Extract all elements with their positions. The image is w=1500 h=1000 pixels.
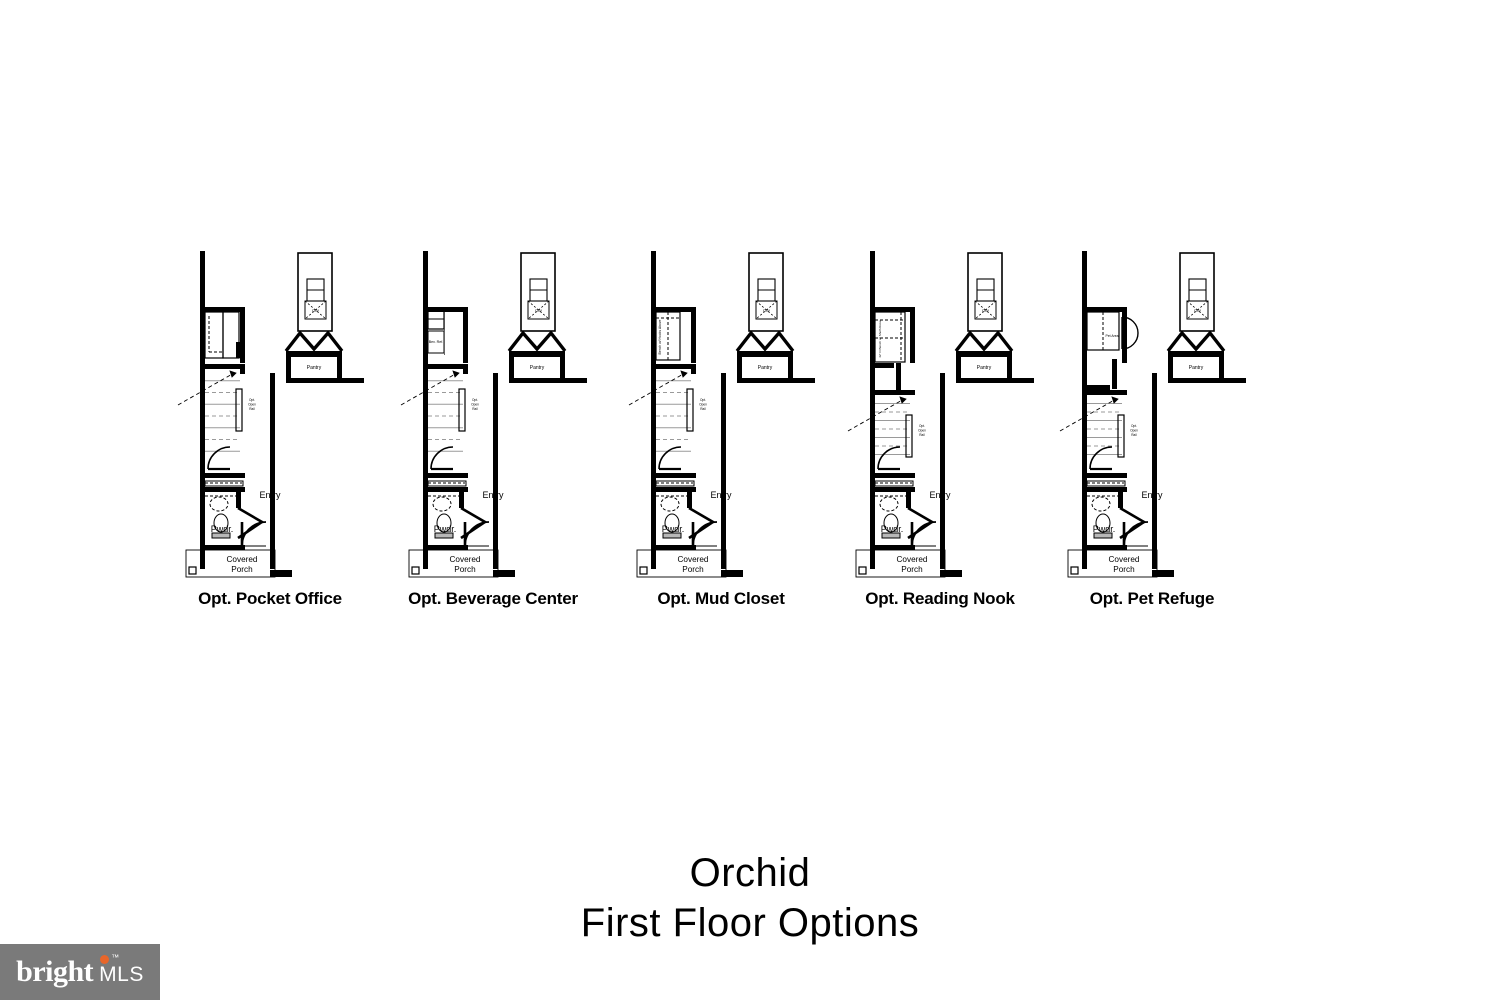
floor-plan-drawing-pet-refuge: Pet AreaOpt.OpenRailPwdr.EntryCoveredPor… (1059, 251, 1246, 578)
floor-plan-drawing-pocket-office: Opt.OpenRailPwdr.EntryCoveredPorchPantry… (177, 251, 364, 578)
svg-text:Pwdr.: Pwdr. (881, 524, 904, 534)
svg-text:Bev. Ref.: Bev. Ref. (429, 340, 444, 344)
svg-text:Pantry: Pantry (1189, 365, 1204, 371)
svg-text:Open: Open (699, 403, 707, 407)
svg-text:DW: DW (982, 308, 989, 313)
svg-text:DW: DW (312, 308, 319, 313)
svg-text:Pwdr.: Pwdr. (211, 524, 234, 534)
plan-caption-mud-closet: Opt. Mud Closet (657, 589, 785, 608)
bright-mls-watermark: bright ™ MLS (0, 944, 160, 1000)
plan-caption-pocket-office: Opt. Pocket Office (198, 589, 342, 608)
svg-text:Covered: Covered (227, 555, 258, 564)
plan-caption-beverage-center: Opt. Beverage Center (408, 589, 578, 608)
svg-text:Porch: Porch (231, 565, 253, 574)
svg-text:Pantry: Pantry (977, 365, 992, 371)
plan-caption-reading-nook: Opt. Reading Nook (865, 589, 1015, 608)
svg-text:Opt.: Opt. (249, 398, 255, 402)
floor-plan-option-mud-closet: Bench w/ Hooks AboveOpt.OpenRailPwdr.Ent… (621, 245, 821, 615)
svg-text:Open: Open (248, 403, 256, 407)
svg-text:DW: DW (535, 308, 542, 313)
watermark-brand-text: bright (16, 955, 94, 988)
svg-text:Pet Area: Pet Area (1105, 334, 1118, 338)
watermark-mls-text: MLS (99, 963, 144, 986)
svg-text:Open: Open (1130, 429, 1138, 433)
svg-text:Covered: Covered (450, 555, 481, 564)
watermark-inner: bright ™ MLS (16, 953, 144, 989)
svg-text:Pantry: Pantry (307, 365, 322, 371)
floor-plan-option-pocket-office: Opt.OpenRailPwdr.EntryCoveredPorchPantry… (170, 245, 370, 615)
watermark-trademark-symbol: ™ (111, 953, 120, 962)
svg-text:Covered: Covered (897, 555, 928, 564)
plan-name-title: Orchid (689, 851, 811, 895)
floor-plan-option-beverage-center: Bev. Ref.Opt.OpenRailPwdr.EntryCoveredPo… (393, 245, 593, 615)
svg-text:Pantry: Pantry (758, 365, 773, 371)
svg-text:Opt.: Opt. (472, 398, 478, 402)
svg-text:Opt.: Opt. (700, 398, 706, 402)
svg-text:Open: Open (918, 429, 926, 433)
svg-text:Rail: Rail (1131, 433, 1137, 437)
svg-text:Porch: Porch (901, 565, 923, 574)
floor-plan-drawing-reading-nook: 42" D Bench w/ Shelf AboveOpt.OpenRailPw… (847, 251, 1034, 578)
plan-caption-pet-refuge: Opt. Pet Refuge (1089, 589, 1215, 608)
svg-text:Rail: Rail (472, 407, 478, 411)
svg-text:Covered: Covered (678, 555, 709, 564)
floor-plan-drawing-beverage-center: Bev. Ref.Opt.OpenRailPwdr.EntryCoveredPo… (400, 251, 587, 578)
svg-text:Bench w/ Hooks Above: Bench w/ Hooks Above (658, 319, 662, 354)
watermark-accent-dot-icon (100, 955, 110, 964)
svg-text:Pwdr.: Pwdr. (1093, 524, 1116, 534)
sheet-subtitle: First Floor Options (580, 901, 920, 945)
svg-text:Pwdr.: Pwdr. (662, 524, 685, 534)
floor-plan-option-pet-refuge: Pet AreaOpt.OpenRailPwdr.EntryCoveredPor… (1052, 245, 1252, 615)
svg-text:Porch: Porch (1113, 565, 1135, 574)
svg-text:Covered: Covered (1109, 555, 1140, 564)
svg-text:DW: DW (763, 308, 770, 313)
svg-text:Rail: Rail (919, 433, 925, 437)
svg-text:Pantry: Pantry (530, 365, 545, 371)
svg-text:Porch: Porch (454, 565, 476, 574)
floor-plan-drawing-mud-closet: Bench w/ Hooks AboveOpt.OpenRailPwdr.Ent… (628, 251, 815, 578)
svg-text:Opt.: Opt. (919, 424, 925, 428)
svg-text:Rail: Rail (700, 407, 706, 411)
svg-text:Rail: Rail (249, 407, 255, 411)
svg-text:Open: Open (471, 403, 479, 407)
svg-text:Opt.: Opt. (1131, 424, 1137, 428)
sheet-title-block: Orchid First Floor Options (0, 848, 1500, 948)
svg-text:42" D Bench w/ Shelf Above: 42" D Bench w/ Shelf Above (878, 320, 882, 358)
svg-text:DW: DW (1194, 308, 1201, 313)
svg-text:Pwdr.: Pwdr. (434, 524, 457, 534)
svg-text:Porch: Porch (682, 565, 704, 574)
